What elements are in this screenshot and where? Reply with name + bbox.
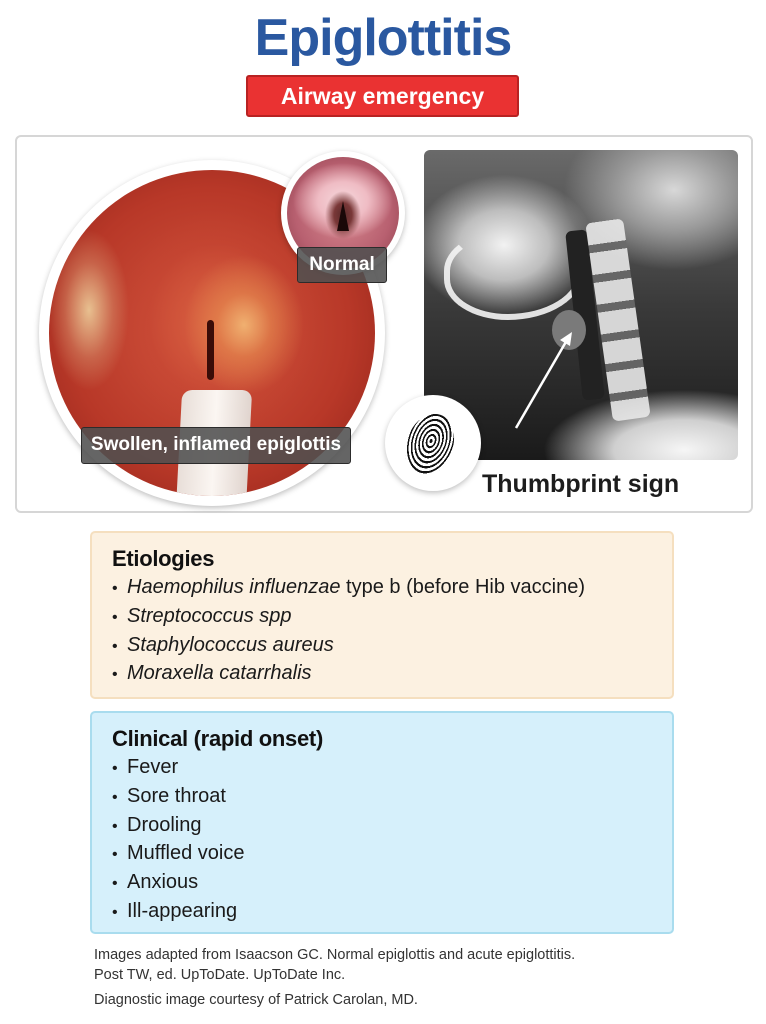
list-item: • Sore throat (112, 783, 652, 812)
lateral-neck-xray (424, 150, 738, 460)
figure-panel: Normal Swollen, inflamed epiglottis Thum… (15, 135, 753, 513)
clinical-list: • Fever • Sore throat • Drooling • Muffled v… (112, 754, 652, 927)
symptom: Sore throat (127, 784, 226, 807)
bullet-icon: • (112, 580, 118, 597)
organism-note: type b (before Hib vaccine) (340, 576, 586, 598)
image-credit: Images adapted from Isaacson GC. Normal … (94, 945, 694, 985)
airway-slit (207, 320, 214, 380)
organism-name: Staphylococcus aureus (127, 633, 334, 656)
airway-emergency-badge: Airway emergency (246, 75, 519, 117)
list-item: • Anxious (112, 869, 652, 898)
bullet-icon: • (112, 666, 118, 684)
organism-name: Moraxella catarrhalis (127, 662, 312, 685)
list-item: • Drooling (112, 812, 652, 841)
organism-name: Streptococcus spp (127, 604, 292, 627)
bullet-icon: • (112, 760, 118, 777)
arrow-icon (514, 332, 572, 429)
list-item: • Ill-appearing (112, 898, 652, 927)
clinical-heading: Clinical (rapid onset) (112, 726, 323, 751)
clinical-box: Clinical (rapid onset) • Fever • Sore thro… (90, 711, 674, 934)
etiologies-box: Etiologies • Haemophilus influenzae type … (90, 531, 674, 699)
symptom: Muffled voice (127, 842, 245, 865)
swollen-epiglottis-label: Swollen, inflamed epiglottis (81, 427, 351, 464)
list-item: • Streptococcus spp (112, 603, 652, 632)
credit-line: Images adapted from Isaacson GC. Normal … (94, 947, 576, 963)
credit-line: Post TW, ed. UpToDate. UpToDate Inc. (94, 967, 346, 983)
organism-name: Haemophilus influenzae (127, 576, 341, 598)
bullet-icon: • (112, 846, 118, 864)
diagnostic-image-credit: Diagnostic image courtesy of Patrick Car… (94, 992, 418, 1008)
bullet-icon: • (112, 637, 118, 655)
bullet-icon: • (112, 788, 118, 806)
normal-label: Normal (297, 247, 387, 283)
bullet-icon: • (112, 608, 118, 626)
symptom: Fever (127, 756, 179, 778)
bullet-icon: • (112, 903, 118, 921)
page-title: Epiglottitis (254, 9, 513, 67)
etiologies-heading: Etiologies (112, 546, 215, 571)
bullet-icon: • (112, 875, 118, 893)
bullet-icon: • (112, 817, 118, 835)
symptom: Anxious (127, 871, 199, 894)
glottis-opening (337, 201, 349, 231)
list-item: • Staphylococcus aureus (112, 632, 652, 661)
list-item: • Haemophilus influenzae type b (before H… (112, 574, 652, 603)
fingerprint-icon (385, 395, 481, 491)
symptom: Ill-appearing (127, 899, 238, 922)
list-item: • Moraxella catarrhalis (112, 660, 652, 689)
thumbprint-sign-caption: Thumbprint sign (482, 470, 680, 498)
list-item: • Muffled voice (112, 840, 652, 869)
etiologies-list: • Haemophilus influenzae type b (before H… (112, 574, 652, 689)
symptom: Drooling (127, 813, 202, 836)
list-item: • Fever (112, 754, 652, 783)
fingerprint-pattern (397, 407, 463, 481)
